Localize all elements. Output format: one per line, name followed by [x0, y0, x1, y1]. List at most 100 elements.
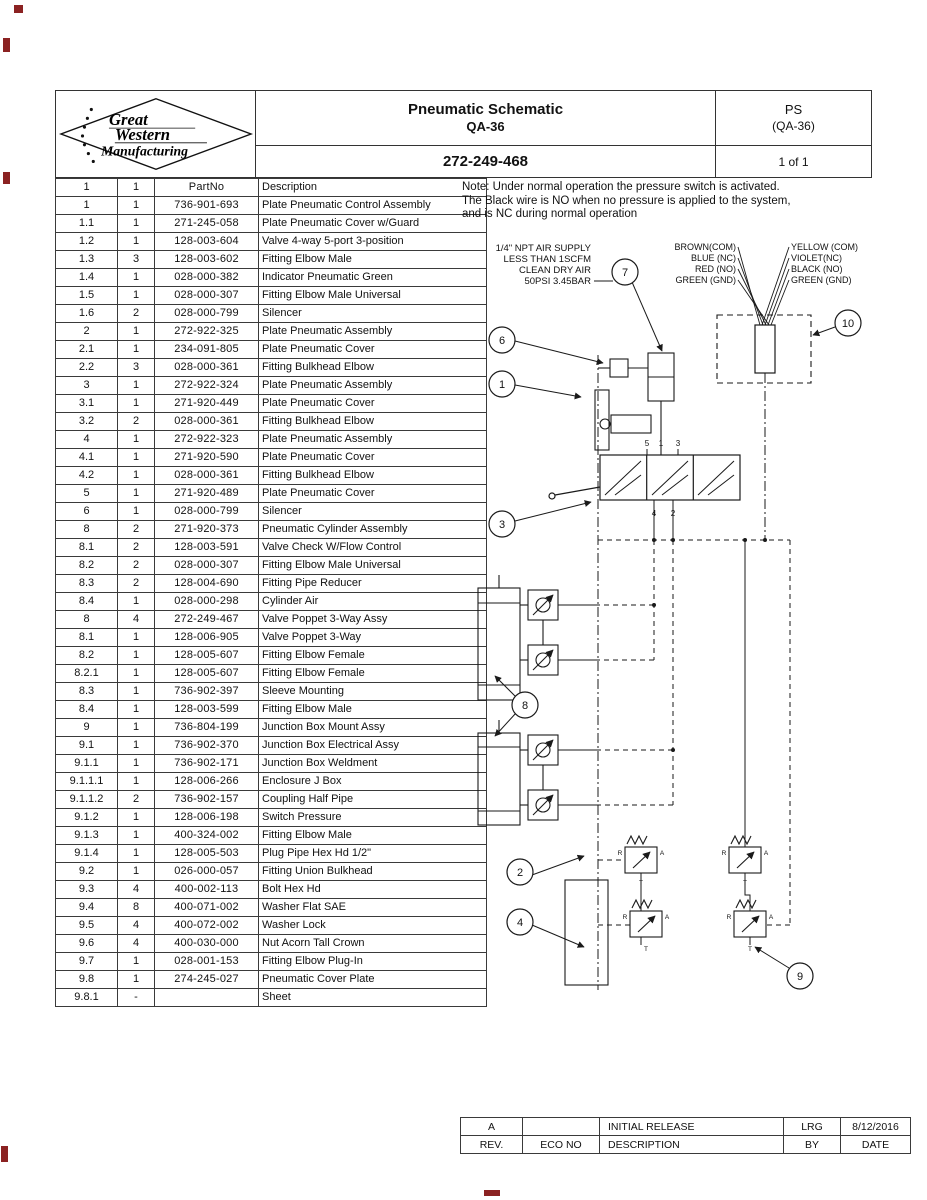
part-number: 028-000-799 — [154, 304, 259, 323]
wire-label-black: BLACK (NO) — [791, 264, 843, 274]
part-number: 400-030-000 — [154, 934, 259, 953]
part-item-no: 8.2.1 — [55, 664, 118, 683]
part-description: Indicator Pneumatic Green — [258, 268, 487, 287]
part-qty: 3 — [117, 358, 155, 377]
drawing-number: 272-249-468 — [442, 153, 529, 170]
rev-letter: A — [460, 1117, 523, 1136]
part-number: 128-003-604 — [154, 232, 259, 251]
poppet-valve-3: R A T — [722, 834, 769, 887]
part-description: Fitting Bulkhead Elbow — [258, 412, 487, 431]
part-qty: 1 — [117, 484, 155, 503]
cylinder-body — [477, 587, 521, 701]
poppet-port-t: T — [639, 880, 643, 887]
part-description: Plate Pneumatic Assembly — [258, 376, 487, 395]
wire-label-brown: BROWN(COM) — [675, 242, 737, 252]
poppet-port-r: R — [727, 914, 732, 921]
balloon-10-label: 10 — [842, 318, 854, 330]
part-qty: 1 — [117, 592, 155, 611]
wire-label-blue: BLUE (NC) — [691, 253, 736, 263]
wire-label-red: RED (NO) — [695, 264, 736, 274]
part-description: Plate Pneumatic Cover — [258, 340, 487, 359]
part-number: 028-001-153 — [154, 952, 259, 971]
part-number: 736-902-171 — [154, 754, 259, 773]
part-item-no: 3.2 — [55, 412, 118, 431]
part-item-no: 9.6 — [55, 934, 118, 953]
part-qty: 4 — [117, 880, 155, 899]
part-item-no: 8.1 — [55, 628, 118, 647]
balloon-9-label: 9 — [797, 971, 803, 983]
table-row: 6 1 028-000-799 Silencer — [55, 502, 487, 521]
part-number: 271-920-590 — [154, 448, 259, 467]
balloon-7: 7 — [611, 258, 639, 286]
pressure-switch — [754, 324, 776, 374]
pneumatic-schematic: 1/4" NPT AIR SUPPLY LESS THAN 1SCFM CLEA… — [477, 242, 862, 990]
scan-artifact — [14, 5, 23, 13]
junction-dots — [652, 538, 767, 752]
leader-3 — [514, 500, 592, 522]
table-row: 9.2 1 026-000-057 Fitting Union Bulkhead — [55, 862, 487, 881]
part-item-no: 8.3 — [55, 682, 118, 701]
air-supply-note: 1/4" NPT AIR SUPPLY LESS THAN 1SCFM CLEA… — [496, 243, 613, 287]
part-description: Fitting Elbow Male Universal — [258, 556, 487, 575]
part-qty: 1 — [117, 466, 155, 485]
poppet-port-r: R — [618, 850, 623, 857]
scan-artifact — [3, 172, 10, 184]
part-item-no: 9.1.1.1 — [55, 772, 118, 791]
part-number: 736-901-693 — [154, 196, 259, 215]
poppet-port-a: A — [769, 914, 774, 921]
part-item-no: 9.1.3 — [55, 826, 118, 845]
part-description: Plate Pneumatic Assembly — [258, 322, 487, 341]
part-qty: 1 — [117, 862, 155, 881]
part-number: 234-091-805 — [154, 340, 259, 359]
table-row: 4.2 1 028-000-361 Fitting Bulkhead Elbow — [55, 466, 487, 485]
part-item-no: 1.4 — [55, 268, 118, 287]
part-qty: 1 — [117, 646, 155, 665]
part-description: Plate Pneumatic Cover — [258, 484, 487, 503]
parts-table-header-row: 1 1 PartNo Description — [55, 178, 487, 197]
leader-2 — [531, 854, 585, 876]
valve-body — [599, 454, 741, 501]
table-row: 8 2 271-920-373 Pneumatic Cylinder Assem… — [55, 520, 487, 539]
wire-label-yellow: YELLOW (COM) — [791, 242, 858, 252]
part-item-no: 4.2 — [55, 466, 118, 485]
air-supply-line-3: CLEAN DRY AIR — [519, 265, 591, 276]
part-item-no: 8.2 — [55, 646, 118, 665]
part-description: Plate Pneumatic Cover w/Guard — [258, 214, 487, 233]
scan-artifact — [1, 1146, 8, 1162]
part-qty: 1 — [117, 736, 155, 755]
part-description: Bolt Hex Hd — [258, 880, 487, 899]
part-number: 028-000-799 — [154, 502, 259, 521]
cylinder-assembly-bottom — [477, 720, 598, 826]
poppet-valve-1: R A T — [618, 834, 665, 887]
table-row: 8.4 1 128-003-599 Fitting Elbow Male — [55, 700, 487, 719]
part-qty: 1 — [117, 214, 155, 233]
silencer-symbol — [609, 358, 629, 378]
part-number: 028-000-382 — [154, 268, 259, 287]
drawing-code: PS — [784, 101, 803, 117]
header-description: Description — [258, 178, 487, 197]
part-item-no: 9.1.1.2 — [55, 790, 118, 809]
logo-word-3: Manufacturing — [100, 144, 188, 159]
part-number: 128-005-503 — [154, 844, 259, 863]
part-description: Enclosure J Box — [258, 772, 487, 791]
part-qty: 1 — [117, 718, 155, 737]
table-row: 8.4 1 028-000-298 Cylinder Air — [55, 592, 487, 611]
part-item-no: 9.7 — [55, 952, 118, 971]
company-logo-art: Great Western Manufacturing — [58, 97, 253, 171]
part-number: 736-902-157 — [154, 790, 259, 809]
revision-row: A INITIAL RELEASE LRG 8/12/2016 — [460, 1117, 911, 1136]
part-qty: 1 — [117, 826, 155, 845]
table-row: 9.1.3 1 400-324-002 Fitting Elbow Male — [55, 826, 487, 845]
part-item-no: 1.5 — [55, 286, 118, 305]
part-number: 271-245-058 — [154, 214, 259, 233]
table-row: 9.1 1 736-902-370 Junction Box Electrica… — [55, 736, 487, 755]
part-item-no: 1 — [55, 196, 118, 215]
rev-col-by: BY — [783, 1135, 841, 1154]
part-description: Plate Pneumatic Control Assembly — [258, 196, 487, 215]
part-qty: 1 — [117, 682, 155, 701]
valve-port-3: 3 — [676, 439, 681, 448]
part-item-no: 9.3 — [55, 880, 118, 899]
balloon-6-label: 6 — [499, 335, 505, 347]
junction-box — [716, 314, 812, 384]
part-number: 128-006-198 — [154, 808, 259, 827]
